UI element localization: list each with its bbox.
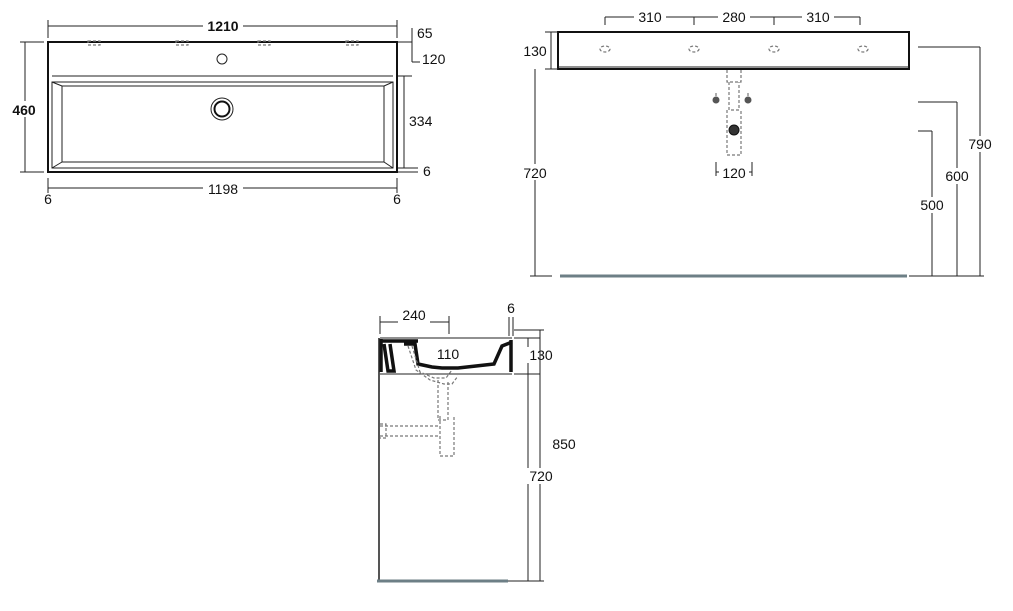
- basin-top-outline: [47, 41, 398, 173]
- dim-basin-height-front: 130: [523, 43, 547, 59]
- front-view: 310 280 310 120 130 720: [520, 9, 996, 278]
- tap-hole-front-3: [768, 45, 780, 53]
- basin-section: [379, 337, 513, 375]
- dim-basin-height-side: 130: [529, 347, 553, 363]
- drain-inner: [213, 100, 231, 118]
- trap-front: [712, 70, 752, 156]
- trap-side: [380, 345, 459, 457]
- dim-wall-thickness: 6: [507, 300, 515, 316]
- tap-hole: [216, 53, 228, 65]
- dim-rim-to-bowl: 120: [422, 51, 446, 67]
- dim-bowl-depth: 334: [409, 113, 433, 129]
- dim-tap-middle: 280: [722, 9, 746, 25]
- dim-side-right: 6: [393, 191, 401, 207]
- top-view: 1210 460 65 120 334 6 1198 6 6: [9, 17, 446, 207]
- bowl-inner: [61, 85, 385, 163]
- chamfer-tr: [383, 81, 394, 87]
- dim-height-500: 500: [920, 197, 944, 213]
- dim-depth: 460: [12, 102, 36, 118]
- dim-overall-height-side: 850: [552, 436, 576, 452]
- dim-overall-width: 1210: [207, 18, 238, 34]
- tap-hole-marker-4: [345, 40, 359, 46]
- bowl-outer: [51, 81, 394, 169]
- drain-outer: [210, 97, 234, 121]
- dim-tap-right: 310: [806, 9, 830, 25]
- side-view: 240 6 110 130 850 720: [377, 300, 581, 583]
- basin-front-outline: [557, 31, 910, 70]
- dim-height-600: 600: [945, 168, 969, 184]
- dim-rim-back: 65: [417, 25, 433, 41]
- dim-mount-height-side: 720: [529, 468, 553, 484]
- dim-depth-to-drain: 240: [402, 307, 426, 323]
- dim-tap-left: 310: [638, 9, 662, 25]
- tap-hole-marker-1: [87, 40, 101, 46]
- dim-trap-width: 120: [722, 165, 746, 181]
- dim-rim-front: 6: [423, 163, 431, 179]
- tap-hole-front-4: [857, 45, 869, 53]
- tap-hole-marker-2: [175, 40, 189, 46]
- tap-hole-front-2: [688, 45, 700, 53]
- tap-hole-front-1: [599, 45, 611, 53]
- dim-mount-height-front: 720: [523, 165, 547, 181]
- dim-side-left: 6: [44, 191, 52, 207]
- dim-inner-width: 1198: [208, 181, 238, 197]
- tap-hole-marker-3: [257, 40, 271, 46]
- chamfer-tl: [51, 81, 63, 87]
- dim-overall-height-front: 790: [968, 136, 992, 152]
- chamfer-bl: [51, 161, 63, 169]
- chamfer-br: [383, 161, 394, 169]
- dim-drain-offset: 110: [437, 346, 460, 362]
